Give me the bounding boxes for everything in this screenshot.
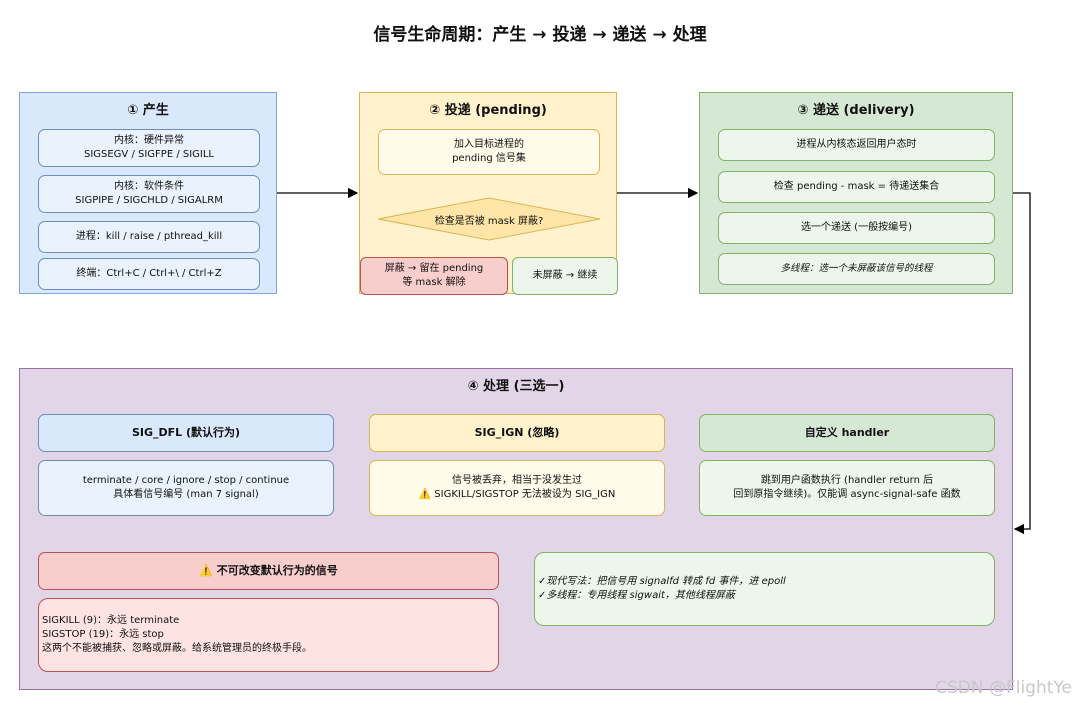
unmasked-box: 未屏蔽 → 继续 — [512, 257, 618, 295]
arrow-3-to-4 — [1013, 192, 1031, 535]
decision-label: 检查是否被 mask 屏蔽? — [434, 215, 544, 227]
sig-dfl-body: terminate / core / ignore / stop / conti… — [38, 460, 334, 516]
stage1-item-process: 进程：kill / raise / pthread_kill — [38, 221, 260, 253]
stage3-item-thread: 多线程：选一个未屏蔽该信号的线程 — [718, 253, 995, 285]
stage4-title: ④ 处理 (三选一) — [467, 379, 565, 394]
mask-decision-diamond — [377, 197, 601, 241]
sig-ign-header: SIG_IGN (忽略) — [369, 414, 665, 452]
diagram-title: 信号生命周期：产生 → 投递 → 递送 → 处理 — [373, 25, 707, 45]
watermark: CSDN @FlightYe — [935, 678, 1072, 698]
sig-dfl-header: SIG_DFL (默认行为) — [38, 414, 334, 452]
stage3-item-check: 检查 pending - mask = 待递送集合 — [718, 171, 995, 203]
stage1-item-terminal: 终端：Ctrl+C / Ctrl+\ / Ctrl+Z — [38, 258, 260, 290]
stage4-panel: ④ 处理 (三选一) SIG_DFL (默认行为) terminate / co… — [19, 368, 1013, 690]
sig-ign-body: 信号被丢弃，相当于没发生过⚠️ SIGKILL/SIGSTOP 无法被设为 SI… — [369, 460, 665, 516]
stage3-title: ③ 递送 (delivery) — [797, 103, 915, 118]
stage3-item-select: 选一个递送 (一般按编号) — [718, 212, 995, 244]
custom-handler-header: 自定义 handler — [699, 414, 995, 452]
stage3-item-return: 进程从内核态返回用户态时 — [718, 129, 995, 161]
stage2-title: ② 投递 (pending) — [429, 103, 547, 118]
modern-notes-box: ✓现代写法：把信号用 signalfd 转成 fd 事件，进 epoll✓多线程… — [534, 552, 995, 626]
custom-handler-body: 跳到用户函数执行 (handler return 后回到原指令继续)。仅能调 a… — [699, 460, 995, 516]
unchangeable-signals-header: ⚠️ 不可改变默认行为的信号 — [38, 552, 499, 590]
stage3-panel: ③ 递送 (delivery) 进程从内核态返回用户态时 检查 pending … — [699, 92, 1013, 294]
stage1-title: ① 产生 — [127, 103, 169, 118]
